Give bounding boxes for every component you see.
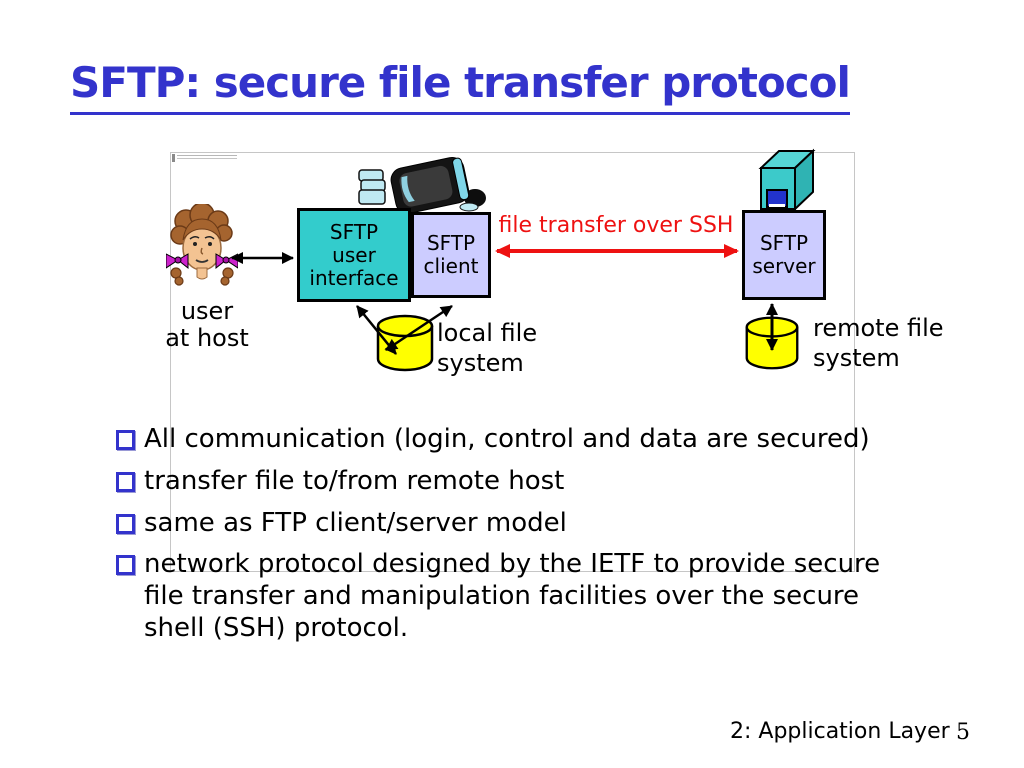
square-bullet-icon [116,555,135,575]
bullet-text: All communication (login, control and da… [144,424,870,454]
remote-filesystem-cylinder-icon [745,316,799,370]
footer-page-number: 5 [956,720,970,745]
bullet-text: network protocol designed by the IETF to… [144,549,881,643]
bullet-item: All communication (login, control and da… [116,423,870,455]
local-file-system-label: local file system [437,319,538,377]
sftp-user-interface-box: SFTP user interface [297,208,411,302]
square-bullet-icon [116,472,135,492]
square-bullet-icon [116,430,135,450]
tiny-caption-artifact [177,155,237,160]
ssh-arrow-label: file transfer over SSH [498,213,734,238]
bullet-item: network protocol designed by the IETF to… [116,548,880,644]
page-title: SFTP: secure file transfer protocol [70,58,851,115]
bullet-item: same as FTP client/server model [116,507,567,539]
remote-file-system-label: remote file system [813,314,944,372]
woman-user-icon [166,204,238,286]
tiny-artifact-icon [172,154,175,162]
bullet-text: same as FTP client/server model [144,508,567,538]
user-at-host-label: user at host [165,297,249,352]
bullet-item: transfer file to/from remote host [116,465,564,497]
bullet-text: transfer file to/from remote host [144,466,565,496]
footer-section-label: 2: Application Layer [730,719,950,744]
server-tower-icon [758,148,816,212]
local-filesystem-cylinder-icon [376,314,434,372]
sftp-server-box: SFTP server [742,210,826,300]
diagram-canvas [170,152,855,572]
computer-icon [358,156,486,212]
sftp-client-box: SFTP client [411,212,491,298]
square-bullet-icon [116,514,135,534]
